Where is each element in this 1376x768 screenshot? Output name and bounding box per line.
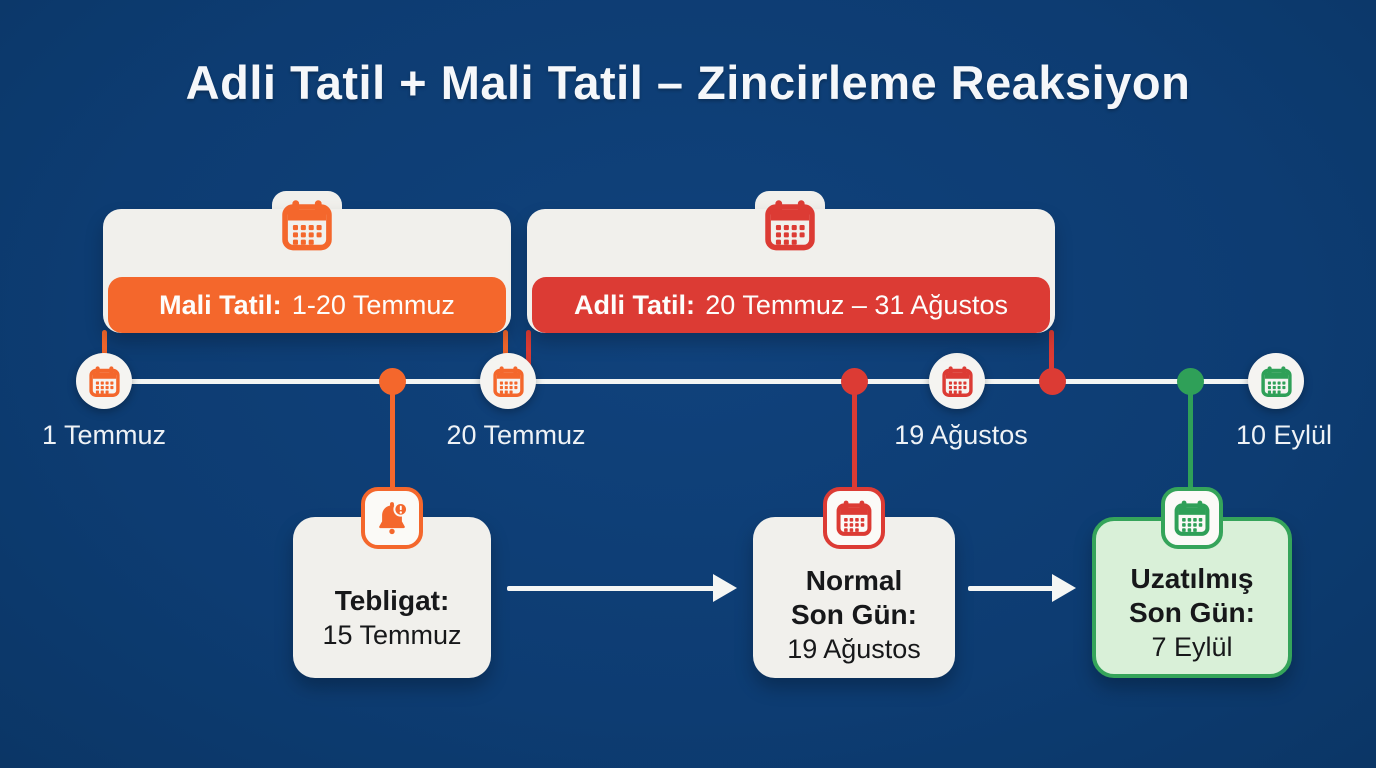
calendar-icon [280,198,334,252]
timeline-dot-19-agustos [841,368,868,395]
event-badge [823,487,885,549]
connector-uzatilmis-son-gun [1188,381,1193,491]
event-date: 7 Eylül [1151,631,1233,662]
period-pill-mali-tatil: Mali Tatil: 1-20 Temmuz [108,277,506,333]
event-date: 19 Ağustos [787,633,921,664]
event-card-body: Tebligat: 15 Temmuz [293,517,491,678]
event-card-normal-son-gun: Normal Son Gün: 19 Ağustos [753,487,955,678]
arrow-normal-to-uzatilmis [968,586,1054,591]
timeline-node-10-eylul [1248,353,1304,409]
connector-normal-son-gun [852,381,857,491]
timeline-dot-31-agustos [1039,368,1066,395]
connector-tebligat [390,381,395,491]
event-card-body: Uzatılmış Son Gün: 7 Eylül [1092,517,1292,678]
calendar-icon [763,198,817,252]
event-heading: Uzatılmış [1130,562,1254,594]
timeline-label: 20 Temmuz [446,420,586,450]
period-pill-adli-tatil: Adli Tatil: 20 Temmuz – 31 Ağustos [532,277,1050,333]
calendar-icon [941,364,973,397]
event-badge [361,487,423,549]
event-date: 15 Temmuz [322,619,462,650]
arrow-tebligat-to-normal [507,586,715,591]
event-card-tebligat: Tebligat: 15 Temmuz [293,487,491,678]
timeline-node-20-temmuz [480,353,536,409]
event-badge [1161,487,1223,549]
timeline-label: 1 Temmuz [41,420,167,450]
event-heading: Normal [805,564,903,596]
calendar-icon [492,364,524,397]
period-card-mali-tatil: Mali Tatil: 1-20 Temmuz [103,191,511,333]
page-title: Adli Tatil + Mali Tatil – Zincirleme Rea… [185,56,1191,109]
timeline-node-19-agustos [929,353,985,409]
period-label-bold: Mali Tatil: [159,289,282,320]
calendar-icon [1260,364,1292,397]
period-card-adli-tatil: Adli Tatil: 20 Temmuz – 31 Ağustos [527,191,1055,333]
calendar-icon [836,499,872,536]
calendar-icon [1174,499,1210,536]
period-label-bold: Adli Tatil: [574,289,696,320]
timeline-line [104,379,1276,384]
event-heading: Tebligat: [334,584,450,616]
timeline-label: 19 Ağustos [894,420,1028,450]
timeline-dot-15-temmuz [379,368,406,395]
period-label-dates: 1-20 Temmuz [291,289,455,320]
leg-adli-left [526,330,531,384]
event-heading: Son Gün: [791,598,917,630]
timeline-dot-7-eylul [1177,368,1204,395]
timeline-label: 10 Eylül [1235,420,1333,450]
event-card-uzatilmis-son-gun: Uzatılmış Son Gün: 7 Eylül [1092,487,1292,678]
period-label-dates: 20 Temmuz – 31 Ağustos [705,289,1008,320]
arrow-head-icon [1052,574,1076,602]
arrow-head-icon [713,574,737,602]
bell-alert-icon [378,501,409,536]
event-heading: Son Gün: [1129,596,1255,628]
calendar-icon [88,364,120,397]
leg-adli-right [1049,330,1054,384]
timeline-node-1-temmuz [76,353,132,409]
